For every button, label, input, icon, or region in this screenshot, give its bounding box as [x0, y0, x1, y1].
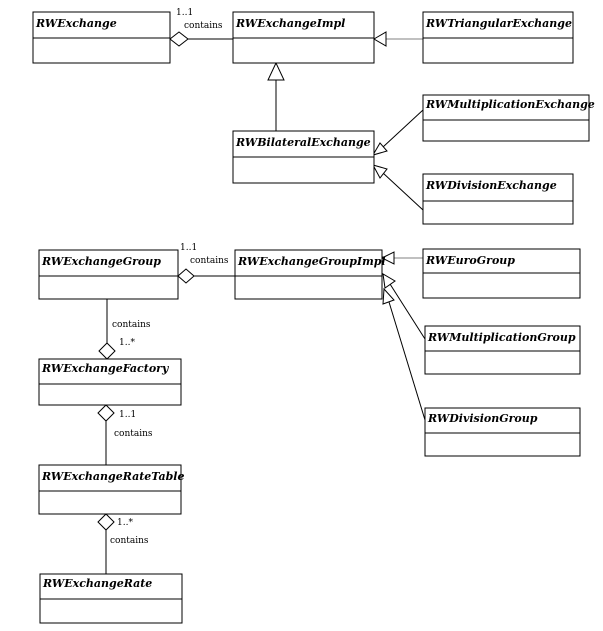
class-rw-division-exchange: RWDivisionExchange — [422, 173, 574, 225]
multiplication-exchange-generalization-arrow-icon — [371, 142, 388, 156]
class-name: RWExchangeImpl — [235, 17, 345, 30]
class-rw-bilateral-exchange: RWBilateralExchange — [232, 130, 375, 184]
class-name: RWExchange — [35, 17, 117, 30]
class-name: RWEuroGroup — [425, 254, 515, 267]
triangular-generalization-arrow-icon — [373, 31, 387, 47]
class-rw-exchange-factory: RWExchangeFactory — [38, 358, 182, 406]
class-name: RWTriangularExchange — [425, 17, 572, 30]
group-aggregation-diamond-icon — [177, 268, 195, 284]
table-rate-contains-label: contains — [110, 536, 149, 546]
factory-table-aggregation-diamond-icon — [97, 404, 115, 422]
exchange-impl-multiplicity: 1..1 — [176, 8, 193, 18]
exchange-impl-contains-label: contains — [184, 21, 223, 31]
euro-group-generalization-arrow-icon — [380, 251, 395, 265]
multiplication-group-generalization-arrow-icon — [382, 273, 396, 289]
class-name: RWExchangeRate — [42, 577, 152, 590]
class-rw-triangular-exchange: RWTriangularExchange — [422, 11, 574, 64]
bilateral-generalization-arrow-icon — [267, 61, 285, 81]
class-rw-multiplication-group: RWMultiplicationGroup — [424, 325, 581, 375]
group-factory-contains-label: contains — [112, 320, 151, 330]
factory-aggregation-diamond-icon — [98, 342, 116, 360]
division-exchange-generalization-line — [382, 172, 424, 211]
division-group-generalization-line — [388, 301, 426, 421]
class-name: RWMultiplicationGroup — [427, 331, 576, 344]
class-rw-multiplication-exchange: RWMultiplicationExchange — [422, 94, 595, 142]
group-factory-multiplicity: 1..* — [119, 338, 135, 348]
class-rw-exchange-impl: RWExchangeImpl — [232, 11, 375, 64]
class-name: RWExchangeGroup — [41, 255, 161, 268]
division-group-generalization-arrow-icon — [382, 287, 395, 305]
class-name: RWExchangeGroupImpl — [237, 255, 386, 268]
table-rate-multiplicity: 1..* — [117, 518, 133, 528]
class-rw-exchange-rate: RWExchangeRate — [39, 573, 183, 624]
class-name: RWExchangeFactory — [41, 362, 170, 375]
multiplication-exchange-generalization-line — [382, 109, 424, 148]
class-name: RWDivisionGroup — [427, 412, 538, 425]
class-rw-euro-group: RWEuroGroup — [422, 248, 581, 299]
factory-table-contains-label: contains — [114, 429, 153, 439]
division-exchange-generalization-arrow-icon — [371, 164, 388, 179]
class-rw-exchange-rate-table: RWExchangeRateTable — [38, 464, 184, 515]
class-rw-exchange-group-impl: RWExchangeGroupImpl — [234, 249, 386, 300]
class-name: RWMultiplicationExchange — [425, 98, 595, 111]
exchange-aggregation-diamond-icon — [169, 31, 189, 47]
factory-table-multiplicity: 1..1 — [119, 410, 136, 420]
class-name: RWDivisionExchange — [425, 179, 557, 192]
class-name: RWBilateralExchange — [235, 136, 371, 149]
class-rw-exchange-group: RWExchangeGroup — [38, 249, 179, 300]
class-name: RWExchangeRateTable — [41, 470, 184, 483]
group-impl-contains-label: contains — [190, 256, 229, 266]
group-impl-multiplicity: 1..1 — [180, 243, 197, 253]
multiplication-group-generalization-line — [389, 283, 426, 340]
class-rw-division-group: RWDivisionGroup — [424, 407, 581, 457]
class-rw-exchange: RWExchange — [32, 11, 171, 64]
table-rate-aggregation-diamond-icon — [97, 513, 115, 531]
